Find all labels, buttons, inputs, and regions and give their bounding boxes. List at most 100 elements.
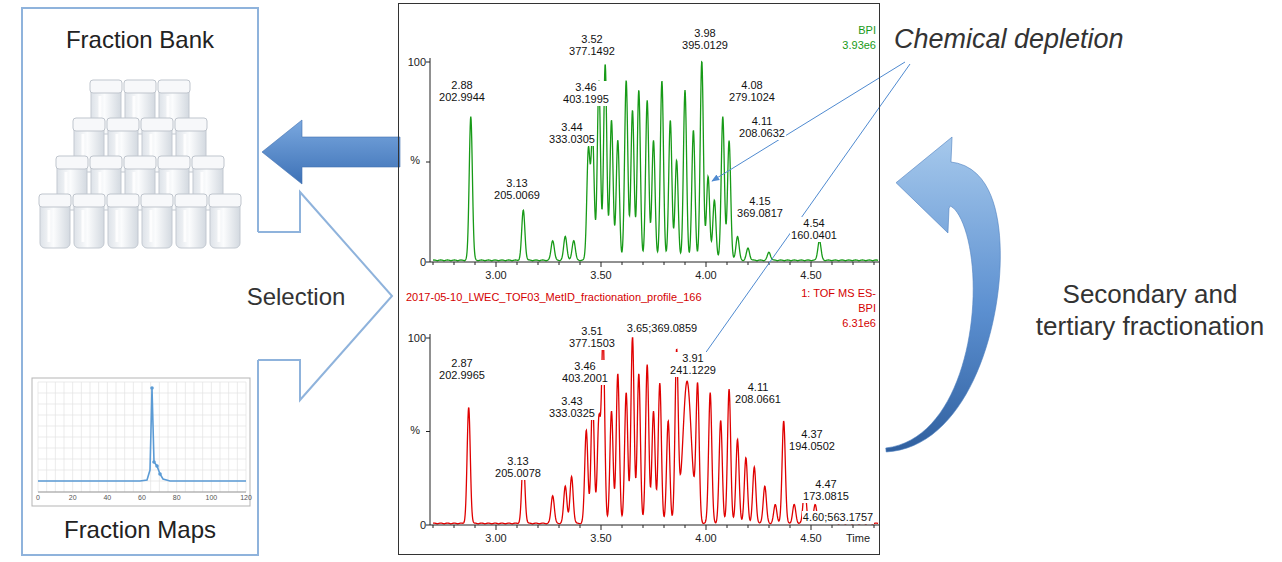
vial-cap [73, 118, 105, 131]
axis-value: 100 [408, 56, 426, 69]
map-frame [32, 378, 250, 506]
x-tick [727, 262, 728, 265]
vial [107, 194, 139, 248]
x-tick [622, 262, 623, 265]
peak-label: 3.13 205.0078 [494, 455, 542, 480]
x-tick [538, 525, 539, 528]
axis-value: 0 [420, 256, 426, 269]
vial-body [74, 202, 104, 248]
panel-title: Fraction Bank [66, 26, 214, 54]
y-tick [426, 62, 430, 63]
map-grid [38, 382, 246, 383]
peak-label: 3.43 333.0325 [548, 395, 596, 420]
x-tick [538, 262, 539, 265]
peak-label: 2.88 202.9944 [438, 79, 486, 104]
peak-label: 4.08 279.1024 [728, 79, 776, 104]
map-axis-value: 20 [69, 494, 77, 502]
leader-line [712, 62, 905, 181]
x-tick [517, 525, 518, 528]
map-grid [38, 448, 246, 449]
x-tick [496, 525, 497, 530]
vial-cap [175, 194, 207, 207]
vial-cap [124, 80, 156, 93]
x-tick [706, 262, 707, 267]
callout-text: Chemical depletion [892, 24, 1126, 55]
axis-value: 3.00 [485, 269, 506, 282]
vial-cap [209, 194, 241, 207]
peak-label: 4.54 160.0401 [790, 217, 838, 242]
x-tick [874, 525, 875, 528]
x-tick [475, 525, 476, 528]
axis-title: Time [846, 532, 870, 545]
peak-label: 3.44 333.0305 [548, 121, 596, 146]
x-tick [622, 525, 623, 528]
axis-value: 3.00 [485, 532, 506, 545]
peak-label: 4.15 369.0817 [736, 195, 784, 220]
map-axis-value: 100 [205, 494, 217, 502]
x-tick [664, 525, 665, 528]
map-grid [38, 492, 246, 493]
vial-cap [107, 118, 139, 131]
peak-label: 4.11 208.0661 [734, 381, 782, 406]
panel-outline [22, 8, 258, 555]
x-tick [832, 525, 833, 528]
x-tick [559, 262, 560, 265]
vial-cap [90, 80, 122, 93]
vial [141, 194, 173, 248]
x-tick [748, 525, 749, 528]
map-grid [38, 426, 246, 427]
map-grid [38, 404, 246, 405]
axis-value: 4.50 [800, 269, 821, 282]
peak-label: 3.98 395.0129 [681, 27, 729, 52]
map-point [152, 460, 156, 464]
panel-box: Fraction BankFraction Maps [22, 8, 258, 555]
y-axis [430, 58, 431, 262]
map-axis-value: 120 [240, 494, 252, 502]
x-tick [601, 525, 602, 530]
vial-cap [158, 156, 190, 169]
x-tick [433, 262, 434, 265]
x-tick [664, 262, 665, 265]
x-tick [832, 262, 833, 265]
peak-label: 4.11 208.0632 [738, 115, 786, 140]
vial-cap [73, 194, 105, 207]
cycle-arrow [886, 137, 1001, 452]
map-grid [38, 393, 246, 394]
y-tick [426, 431, 430, 432]
vial-highlight [150, 210, 153, 242]
vial-highlight [82, 210, 85, 242]
peak-label: 3.52 377.1492 [568, 33, 616, 58]
x-tick [433, 525, 434, 528]
peak-label: 2.87 202.9965 [438, 357, 486, 382]
x-tick [853, 262, 854, 265]
map-point [155, 464, 159, 468]
vial-highlight [116, 210, 119, 242]
map-grid [38, 470, 246, 471]
vial-highlight [218, 210, 221, 242]
trace-type: BPI [858, 24, 876, 37]
vial-cap [56, 156, 88, 169]
vial-cap [141, 118, 173, 131]
map-axis-value: 80 [173, 494, 181, 502]
y-axis [430, 334, 431, 525]
x-tick [748, 262, 749, 265]
vial-body [176, 202, 206, 248]
vial-highlight [184, 210, 187, 242]
peak-label: 4.37 194.0502 [788, 428, 836, 453]
axis-value: 0 [420, 519, 426, 532]
vial-cap [141, 194, 173, 207]
x-tick [685, 262, 686, 265]
x-tick [874, 262, 875, 265]
x-tick [727, 525, 728, 528]
vial-cap [39, 194, 71, 207]
scan-function: 1: TOF MS ES- [801, 287, 876, 300]
map-trace [38, 388, 246, 481]
x-tick [643, 262, 644, 265]
intensity-value: 6.31e6 [842, 317, 876, 330]
intensity-value: 3.93e6 [842, 39, 876, 52]
x-axis [430, 262, 879, 263]
map-axis-value: 60 [138, 494, 146, 502]
x-tick [601, 262, 602, 267]
vial [209, 194, 241, 248]
arrow-label: Selection [247, 283, 346, 311]
